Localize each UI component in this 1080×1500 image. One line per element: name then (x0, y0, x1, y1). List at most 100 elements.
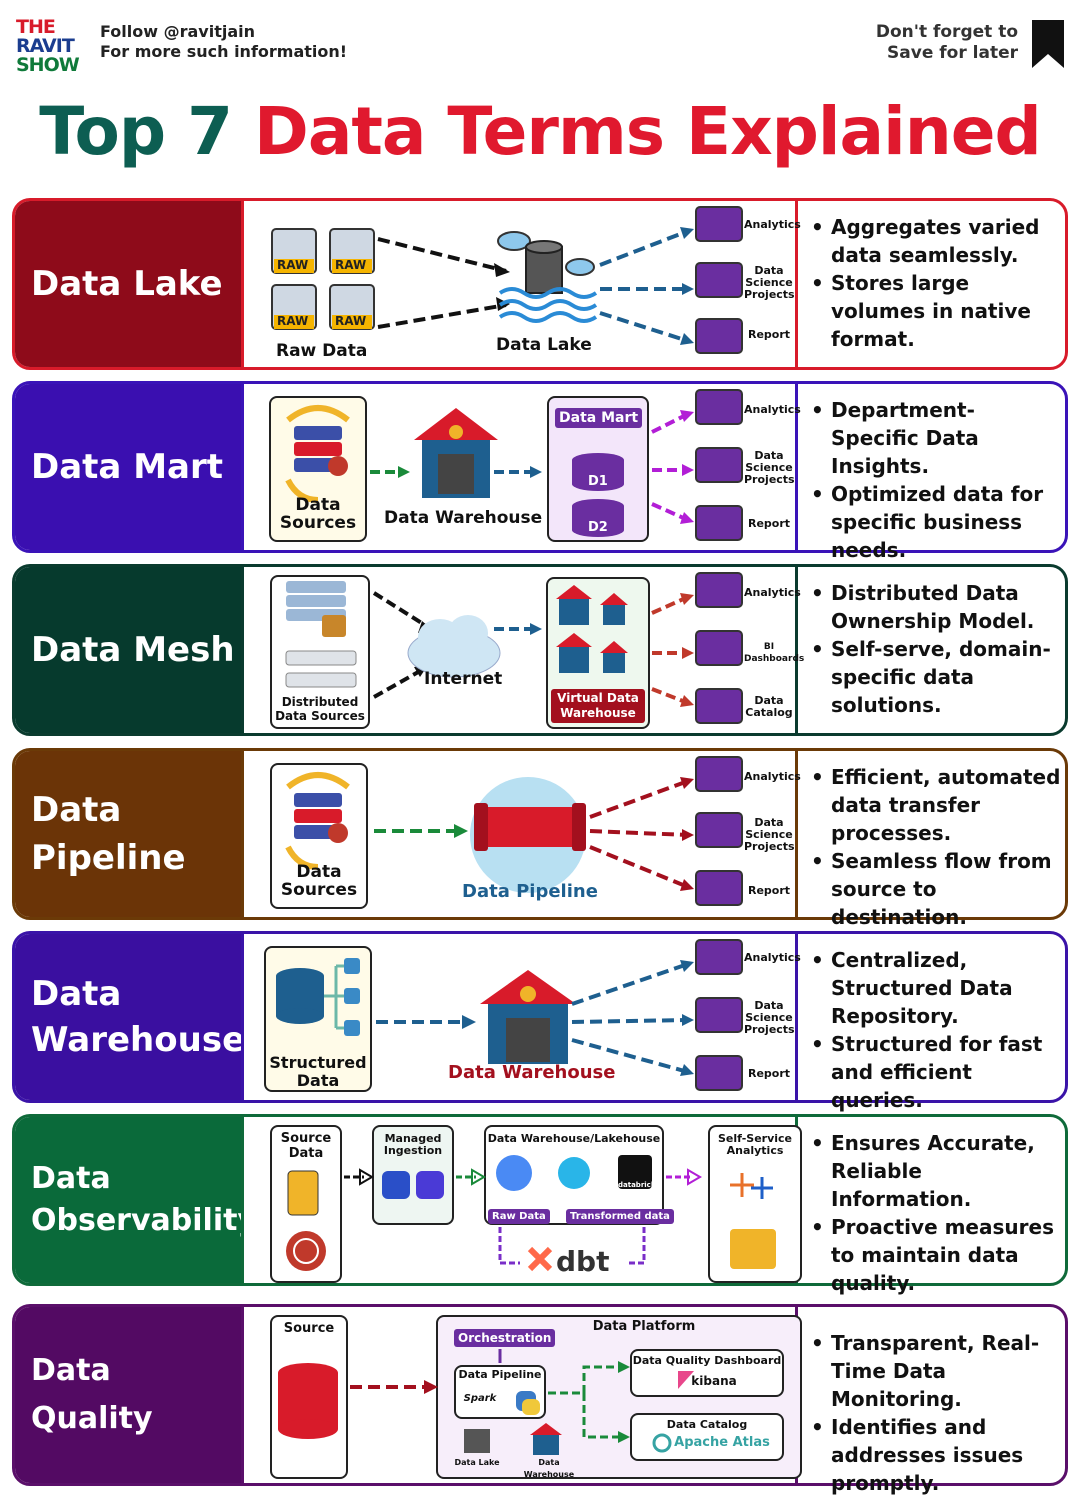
data-warehouse-caption: Data Warehouse (448, 1062, 616, 1083)
spark-label: Spark (463, 1393, 497, 1404)
title-part-2: Data Terms Explained (254, 93, 1042, 170)
bullet-item: Distributed Data Ownership Model. (807, 579, 1061, 635)
logo-line-2: RAVIT (16, 35, 75, 57)
row-label: Data Warehouse (15, 934, 245, 1100)
globe-icon (286, 1231, 326, 1271)
bullet-item: Aggregates varied data seamlessly. (807, 213, 1061, 269)
data-sources-box (269, 396, 367, 542)
diagram-data-warehouse: Structured Data Data Warehouse Analytics… (244, 934, 801, 1100)
dbt-label: dbt (556, 1245, 610, 1278)
bullet-item: Seamless flow from source to destination… (807, 847, 1061, 931)
row-label: Data Lake (15, 201, 241, 367)
orchestration-tag: Orchestration (454, 1329, 556, 1347)
row-label: Data Observability (15, 1117, 257, 1283)
bullet-item: Efficient, automated data transfer proce… (807, 763, 1061, 847)
distributed-sources-caption: Distributed Data Sources (275, 695, 365, 723)
server-icon (285, 405, 350, 503)
raw-file-icon (271, 228, 375, 330)
data-sources-caption: Data Sources (280, 862, 358, 900)
bullet-list: Centralized, Structured Data Repository.… (801, 934, 1065, 1112)
bullet-list: Ensures Accurate, Reliable Information. … (801, 1117, 1065, 1295)
bullet-item: Self-serve, domain-specific data solutio… (807, 635, 1061, 719)
output-label: Analytics (744, 770, 801, 783)
bullet-list: Transparent, Real-Time Data Monitoring. … (801, 1307, 1065, 1495)
self-service-title: Self-Service Analytics (717, 1132, 793, 1157)
output-label: Analytics (744, 403, 801, 416)
virtual-warehouse-tag: Virtual Data Warehouse (551, 689, 645, 723)
dq-dashboard-title: Data Quality Dashboard (632, 1354, 782, 1367)
warehouse-cluster-icon (556, 585, 628, 673)
bullet-item: Proactive measures to maintain data qual… (807, 1213, 1061, 1297)
save-text: Don't forget to Save for later (876, 22, 1018, 64)
row-label: Data Mart (15, 384, 241, 550)
row-data-warehouse: Data Warehouse (12, 931, 1068, 1112)
data-pipeline-label: Data Pipeline (458, 1368, 542, 1381)
output-label: Report (747, 517, 791, 530)
row-label: Data Pipeline (15, 751, 241, 917)
source-title: Source (283, 1321, 335, 1336)
mart-item: D1 (588, 474, 608, 489)
output-label: Analytics (744, 586, 801, 599)
output-label: Data Science Projects (744, 816, 795, 853)
save-line-2: Save for later (887, 43, 1018, 63)
output-icons (695, 389, 743, 541)
data-platform-title: Data Platform (592, 1319, 696, 1334)
kibana-label: kibana (691, 1374, 737, 1388)
raw-tag: RAW (335, 314, 367, 328)
database-icon (278, 1363, 338, 1439)
databricks-label: databricks (618, 1181, 660, 1189)
logo-line-1: THE (16, 16, 56, 38)
atlas-icon (652, 1433, 672, 1453)
follow-line-1: Follow @ravitjain (100, 22, 255, 41)
server-icon (285, 772, 350, 870)
bullet-item: Department-Specific Data Insights. (807, 396, 1061, 480)
transformed-data-tag: Transformed data (566, 1209, 674, 1224)
warehouse-lakehouse-title: Data Warehouse/Lakehouse (487, 1132, 661, 1145)
ingestion-icons (382, 1171, 444, 1199)
data-lake-icon (497, 231, 598, 323)
row-data-quality: Data Quality Source Data P (12, 1304, 1068, 1495)
raw-data-caption: Raw Data (276, 341, 368, 361)
diagram-data-mesh: Distributed Data Sources Internet Virtua… (244, 567, 804, 733)
bullet-item: Stores large volumes in native format. (807, 269, 1061, 353)
output-label: Data Science Projects (744, 264, 795, 301)
output-icons (695, 572, 743, 724)
diagram-data-observability: Source Data Managed Ingestion Data Wareh… (244, 1117, 802, 1283)
bullet-item: Identifies and addresses issues promptly… (807, 1413, 1061, 1497)
dq-dashboard-box (630, 1349, 784, 1397)
raw-tag: RAW (335, 258, 367, 272)
logo: THE RAVIT SHOW (16, 18, 96, 76)
bullet-item: Optimized data for specific business nee… (807, 480, 1061, 564)
output-icons (695, 756, 743, 906)
bullet-list: Efficient, automated data transfer proce… (801, 751, 1065, 929)
output-label: Data Science Projects (744, 449, 795, 486)
bullet-list: Department-Specific Data Insights. Optim… (801, 384, 1065, 562)
raw-tag: RAW (277, 314, 309, 328)
bullet-item: Ensures Accurate, Reliable Information. (807, 1129, 1061, 1213)
output-icons (695, 939, 743, 1091)
row-data-mesh: Data Mesh (12, 564, 1068, 736)
output-label: Data Catalog (745, 694, 793, 719)
data-mart-tag: Data Mart (555, 408, 643, 428)
warehouse-icon (480, 970, 576, 1064)
bullet-item: Centralized, Structured Data Repository. (807, 946, 1061, 1030)
row-label: Data Quality (15, 1307, 241, 1483)
output-label: Report (747, 328, 791, 341)
row-data-observability: Data Observability (12, 1114, 1068, 1295)
bullet-list: Distributed Data Ownership Model. Self-s… (801, 567, 1065, 733)
bookmark-icon[interactable] (1030, 18, 1066, 70)
output-label: Report (747, 1067, 791, 1080)
analytics-icons (730, 1173, 776, 1269)
atlas-label: Apache Atlas (674, 1435, 770, 1450)
row-data-lake: Data Lake (12, 198, 1068, 370)
follow-text: Follow @ravitjain For more such informat… (100, 22, 347, 62)
internet-caption: Internet (424, 669, 503, 689)
bullet-list: Aggregates varied data seamlessly. Store… (801, 201, 1065, 367)
bullet-item: Structured for fast and efficient querie… (807, 1030, 1061, 1114)
structured-data-caption: Structured Data (269, 1053, 367, 1090)
cloud-icon (407, 615, 501, 678)
warehouse-icon (530, 1423, 562, 1455)
diagram-data-pipeline: Data Sources Data Pipeline Analytics Dat… (244, 751, 801, 917)
title-part-1: Top 7 (39, 93, 233, 170)
page-title: Top 7 Data Terms Explained (0, 92, 1080, 172)
